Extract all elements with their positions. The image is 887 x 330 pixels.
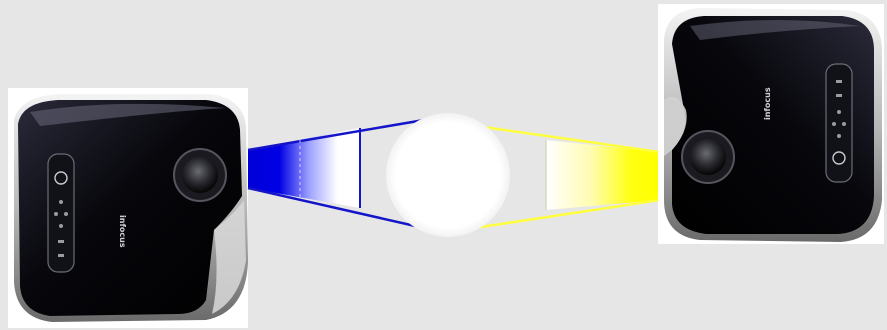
left-projector: infocus: [8, 88, 248, 328]
left-nav-dot-icon: [59, 224, 63, 228]
left-menu-button-icon: [58, 254, 64, 257]
left-nav-dot-icon: [64, 212, 68, 216]
right-projector: infocus: [658, 4, 884, 244]
right-nav-dot-icon: [832, 122, 836, 126]
right-nav-dot-icon: [837, 110, 841, 114]
center-white-light: [386, 113, 510, 237]
right-lens-icon: [690, 139, 726, 175]
right-brand-logo: infocus: [763, 87, 772, 120]
right-nav-dot-icon: [837, 134, 841, 138]
left-brand-logo: infocus: [118, 215, 127, 248]
left-menu-button-icon: [58, 240, 64, 243]
left-nav-dot-icon: [54, 212, 58, 216]
right-menu-button-icon: [836, 80, 842, 83]
left-nav-dot-icon: [59, 200, 63, 204]
left-lens-icon: [182, 157, 218, 193]
right-nav-dot-icon: [842, 122, 846, 126]
right-menu-button-icon: [836, 94, 842, 97]
